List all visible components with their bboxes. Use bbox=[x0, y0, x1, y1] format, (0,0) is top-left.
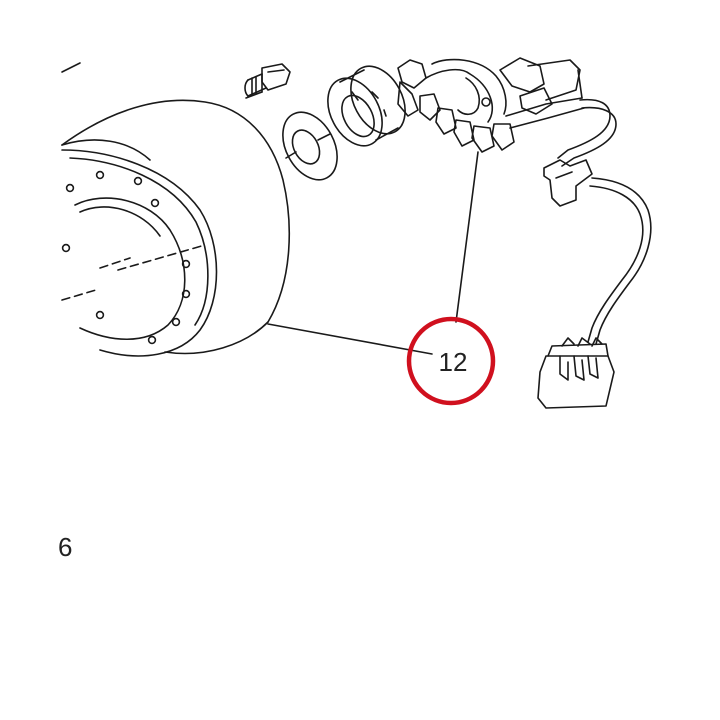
callout-label: 12 bbox=[439, 347, 468, 377]
bearing-collar bbox=[327, 65, 406, 147]
stator-assembly bbox=[397, 57, 585, 153]
washer bbox=[282, 111, 338, 181]
leader-tick-top-left bbox=[61, 62, 81, 73]
connector-plug bbox=[537, 337, 615, 409]
callout-highlight-circle bbox=[406, 316, 496, 406]
page-marker: 6 bbox=[58, 532, 72, 562]
wire-harness bbox=[543, 98, 652, 345]
leader-line-rotor bbox=[267, 323, 433, 355]
rotor-flywheel bbox=[61, 99, 291, 357]
flange-bolt bbox=[244, 63, 291, 99]
leader-line-stator bbox=[455, 151, 479, 323]
